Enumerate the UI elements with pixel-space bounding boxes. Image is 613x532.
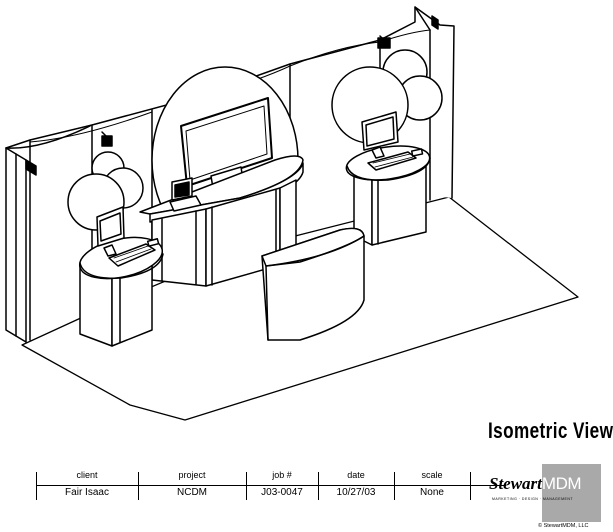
copyright-notice: © StewartMDM, LLC (538, 523, 589, 529)
project-field: project NCDM (138, 470, 246, 499)
spotlight-left (101, 131, 113, 147)
title-block-divider (394, 472, 395, 500)
right-kiosk (345, 111, 431, 246)
spotlight-right (377, 35, 391, 49)
scale-field: scale None (394, 470, 470, 499)
logo-word-mdm: MDM (541, 474, 582, 493)
title-block: client Fair Isaac project NCDM job # J03… (30, 463, 613, 532)
title-block-divider (138, 472, 139, 500)
title-block-divider (318, 472, 319, 500)
job-number-label: job # (272, 470, 292, 480)
view-title: Isometric View (488, 418, 613, 443)
date-field: date 10/27/03 (318, 470, 394, 499)
title-block-divider (470, 472, 471, 500)
left-wall (5, 147, 37, 343)
scale-value: None (420, 487, 444, 498)
job-number-value: J03-0047 (261, 487, 303, 498)
reception-counter (261, 227, 365, 341)
project-value: NCDM (177, 487, 207, 498)
booth-isometric-drawing (5, 6, 579, 421)
logo-word-stewart: Stewart (489, 474, 542, 493)
client-field: client Fair Isaac (36, 470, 138, 499)
title-block-rule (36, 485, 506, 486)
company-logo: StewartMDM (489, 474, 582, 494)
project-label: project (178, 470, 206, 480)
left-kiosk (78, 206, 164, 347)
flat-screen-monitor (180, 97, 273, 189)
date-value: 10/27/03 (336, 487, 376, 498)
client-label: client (76, 470, 98, 480)
logo-box (542, 464, 601, 522)
title-block-divider (246, 472, 247, 500)
scale-label: scale (421, 470, 443, 480)
job-number-field: job # J03-0047 (246, 470, 318, 499)
client-value: Fair Isaac (65, 487, 109, 498)
logo-tagline: MARKETING · DESIGN · MANAGEMENT (492, 497, 574, 501)
center-laptop (169, 177, 202, 212)
date-label: date (347, 470, 365, 480)
title-block-divider (36, 472, 37, 500)
